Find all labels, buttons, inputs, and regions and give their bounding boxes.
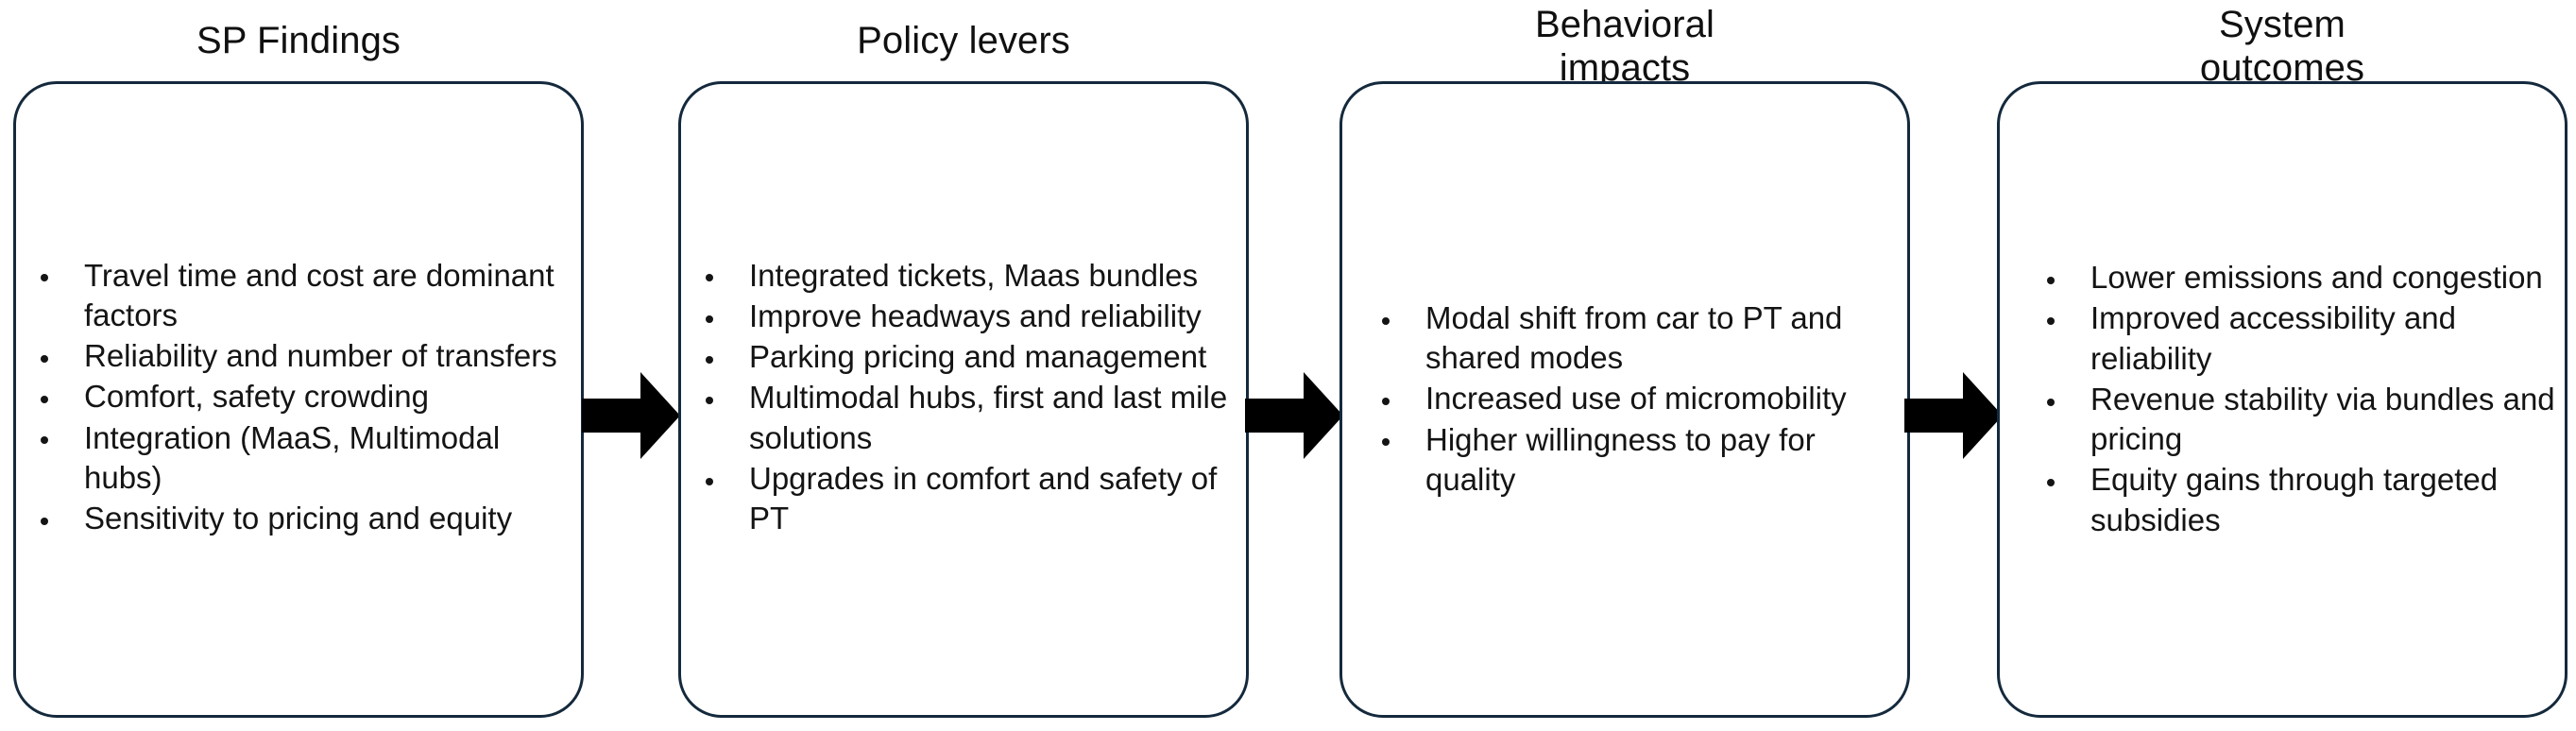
stage-box-sp-findings[interactable]: Travel time and cost are dominant factor… <box>13 81 584 718</box>
list-item-label: Integration (MaaS, Multimodal hubs) <box>84 419 501 495</box>
list-item: Higher willingness to pay for quality <box>1357 420 1907 500</box>
list-item: Parking pricing and management <box>681 337 1246 377</box>
list-item: Comfort, safety crowding <box>16 377 581 416</box>
list-item-label: Increased use of micromobility <box>1425 381 1847 416</box>
list-item: Reliability and number of transfers <box>16 336 581 376</box>
bullet-dot-icon <box>2047 317 2055 326</box>
list-item-label: Comfort, safety crowding <box>84 379 429 415</box>
bullet-dot-icon <box>1382 316 1390 325</box>
bullet-dot-icon <box>2047 398 2055 406</box>
stage-title-policy-levers: Policy levers <box>857 20 1070 61</box>
list-item-label: Integrated tickets, Maas bundles <box>749 257 1199 293</box>
bullet-dot-icon <box>706 274 713 282</box>
list-item-label: Multimodal hubs, first and last mile sol… <box>749 380 1228 455</box>
bullet-list-sp-findings: Travel time and cost are dominant factor… <box>16 256 581 540</box>
stage-box-behavioral-impacts[interactable]: Modal shift from car to PT and shared mo… <box>1339 81 1910 718</box>
bullet-dot-icon <box>41 354 48 363</box>
list-item-label: Travel time and cost are dominant factor… <box>84 257 554 332</box>
list-item-label: Reliability and number of transfers <box>84 338 557 374</box>
bullet-dot-icon <box>2047 479 2055 487</box>
bullet-dot-icon <box>41 396 48 404</box>
stage-title-sp-findings: SP Findings <box>196 20 401 61</box>
bullet-list-system-outcomes: Lower emissions and congestion Improved … <box>2000 258 2565 541</box>
list-item: Lower emissions and congestion <box>2022 258 2565 298</box>
list-item-label: Modal shift from car to PT and shared mo… <box>1425 299 1843 376</box>
bullet-list-behavioral-impacts: Modal shift from car to PT and shared mo… <box>1342 298 1907 501</box>
list-item-label: Improve headways and reliability <box>749 298 1202 333</box>
list-item-label: Revenue stability via bundles and pricin… <box>2090 381 2555 457</box>
bullet-dot-icon <box>1382 398 1390 406</box>
list-item: Modal shift from car to PT and shared mo… <box>1357 298 1907 378</box>
bullet-dot-icon <box>41 274 48 282</box>
bullet-dot-icon <box>706 355 713 364</box>
list-item-label: Lower emissions and congestion <box>2090 260 2543 296</box>
stage-sp-findings: SP Findings Travel time and cost are dom… <box>13 0 584 731</box>
list-item-label: Improved accessibility and reliability <box>2090 300 2457 376</box>
list-item-label: Higher willingness to pay for quality <box>1425 421 1816 497</box>
stage-box-system-outcomes[interactable]: Lower emissions and congestion Improved … <box>1997 81 2567 718</box>
list-item: Equity gains through targeted subsidies <box>2022 460 2565 539</box>
list-item: Revenue stability via bundles and pricin… <box>2022 380 2565 459</box>
list-item-label: Sensitivity to pricing and equity <box>84 501 513 536</box>
bullet-dot-icon <box>706 314 713 323</box>
stage-title-system-outcomes: System outcomes <box>2199 4 2365 89</box>
list-item: Integrated tickets, Maas bundles <box>681 256 1246 296</box>
list-item-label: Equity gains through targeted subsidies <box>2090 462 2499 537</box>
list-item-label: Upgrades in comfort and safety of PT <box>749 460 1218 536</box>
stage-title-behavioral-impacts: Behavioral impacts <box>1534 4 1714 89</box>
stage-system-outcomes: System outcomes Lower emissions and cong… <box>1997 0 2567 731</box>
list-item: Upgrades in comfort and safety of PT <box>681 459 1246 538</box>
bullet-dot-icon <box>1382 438 1390 447</box>
list-item: Sensitivity to pricing and equity <box>16 499 581 538</box>
bullet-dot-icon <box>706 477 713 485</box>
bullet-dot-icon <box>41 436 48 445</box>
list-item: Integration (MaaS, Multimodal hubs) <box>16 418 581 498</box>
arrow-2-right-arrow-icon <box>1245 368 1343 463</box>
arrow-3-right-arrow-icon <box>1904 368 2003 463</box>
stage-policy-levers: Policy levers Integrated tickets, Maas b… <box>678 0 1249 731</box>
stage-behavioral-impacts: Behavioral impacts Modal shift from car … <box>1339 0 1910 731</box>
stage-box-policy-levers[interactable]: Integrated tickets, Maas bundles Improve… <box>678 81 1249 718</box>
list-item: Increased use of micromobility <box>1357 379 1907 418</box>
list-item: Improved accessibility and reliability <box>2022 298 2565 378</box>
bullet-dot-icon <box>2047 276 2055 284</box>
bullet-list-policy-levers: Integrated tickets, Maas bundles Improve… <box>681 256 1246 540</box>
bullet-dot-icon <box>41 517 48 525</box>
list-item: Improve headways and reliability <box>681 297 1246 336</box>
bullet-dot-icon <box>706 397 713 405</box>
arrow-1-right-arrow-icon <box>582 368 680 463</box>
list-item: Travel time and cost are dominant factor… <box>16 256 581 335</box>
list-item: Multimodal hubs, first and last mile sol… <box>681 378 1246 457</box>
list-item-label: Parking pricing and management <box>749 339 1207 375</box>
